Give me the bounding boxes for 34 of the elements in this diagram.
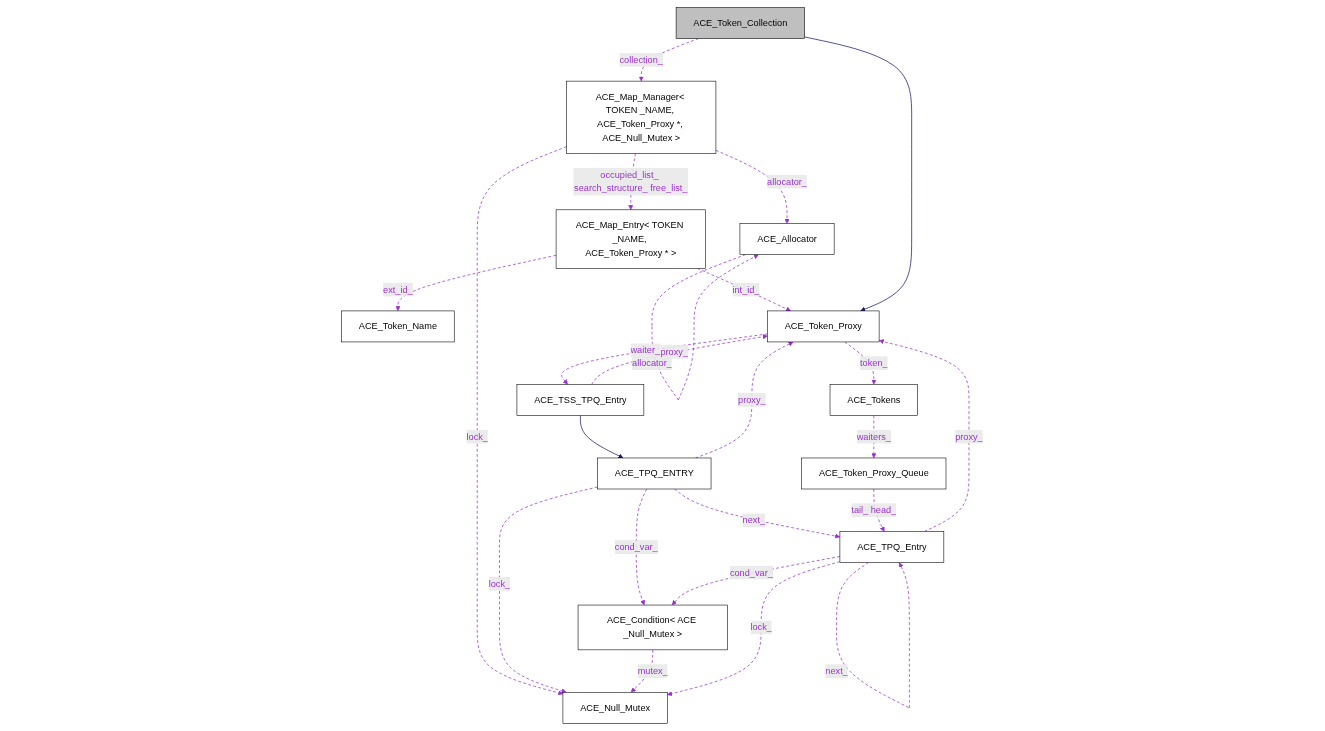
edge-label: mutex_ — [637, 665, 669, 676]
edge-label: lock_ — [489, 578, 511, 589]
node-box: ACE_Allocator — [739, 223, 835, 255]
edge-label: cond_var_ — [730, 567, 774, 578]
edge-label: lock_ — [750, 622, 773, 633]
edge-label: proxy_ — [660, 346, 689, 357]
edge-label: next_ — [825, 665, 849, 676]
edge-label: waiter_ — [630, 345, 661, 355]
edge-label: tail_ head_ — [851, 505, 897, 515]
edge-label: collection_ — [619, 54, 664, 65]
node-box: ACE_Token_Proxy_Queue — [801, 457, 947, 490]
node-box: ACE_Token_Name — [341, 310, 455, 343]
node-box: ACE_Token_Proxy — [767, 310, 880, 343]
edge-label: allocator_ — [632, 358, 673, 368]
node-box: ACE_TSS_TPQ_Entry — [516, 384, 645, 416]
node-box: ACE_Tokens — [830, 384, 919, 416]
node-box: ACE_Map_Entry< TOKEN _NAME, ACE_Token_Proxy * > — [556, 209, 707, 269]
edge-label: lock_ — [466, 431, 489, 442]
node-box: ACE_Null_Mutex — [562, 692, 668, 724]
edge-label: ext_id_ — [383, 284, 414, 295]
edge-label: cond_var_ — [615, 541, 659, 552]
edge-label: occupied_list_ search_structure_ free_list_ — [574, 169, 688, 194]
edge-label: next_ — [742, 515, 766, 525]
edge-label: token_ — [860, 358, 888, 368]
edge-label: proxy_ — [738, 394, 766, 405]
node-box: ACE_Map_Manager< TOKEN _NAME, ACE_Token_Proxy *, ACE_Null_Mutex > — [566, 80, 717, 154]
edge-label: allocator_ — [767, 176, 808, 187]
edge-label: proxy_ — [955, 431, 984, 442]
edge-label: waiters_ — [857, 431, 892, 442]
node-box: ACE_Condition< ACE _Null_Mutex > — [578, 604, 728, 651]
node-box: ACE_TPQ_ENTRY — [597, 457, 712, 490]
node-box: ACE_Token_Collection — [676, 7, 806, 39]
edge-label: int_id_ — [732, 284, 760, 295]
node-box: ACE_TPQ_Entry — [839, 531, 945, 563]
